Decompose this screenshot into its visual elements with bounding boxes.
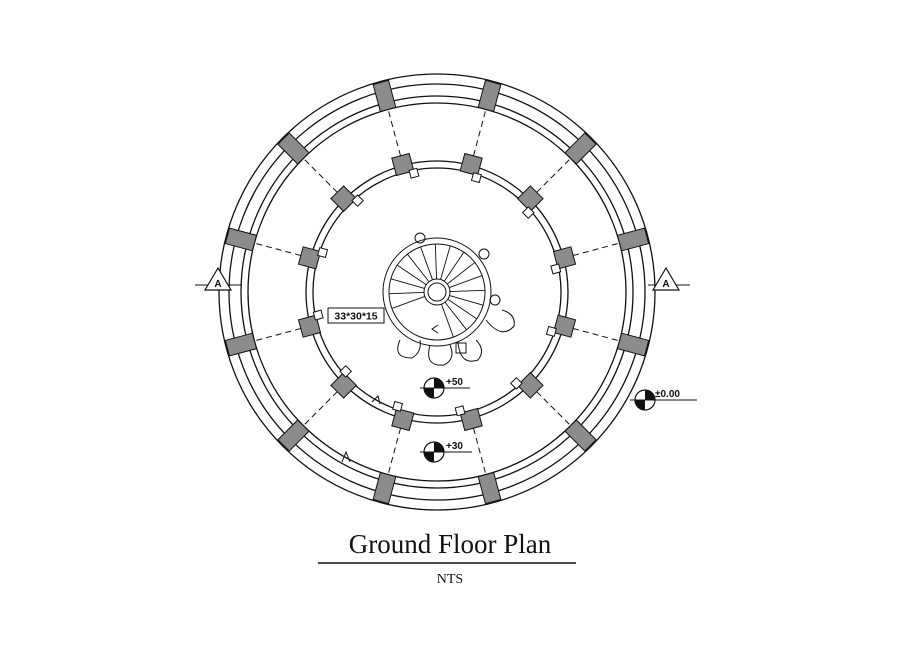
outer-column	[477, 79, 502, 113]
section-marker-left: A	[195, 266, 242, 291]
inner-column	[330, 185, 358, 213]
inner-column	[297, 314, 322, 338]
column-notch	[510, 376, 523, 390]
inner-column	[516, 185, 544, 213]
outer-column	[616, 227, 650, 252]
section-marker-right-label: A	[662, 279, 669, 290]
scale-note: NTS	[437, 572, 463, 587]
column-notch	[454, 405, 466, 417]
outer-column	[277, 419, 310, 452]
column-notch	[521, 206, 535, 219]
stair-tread	[447, 298, 478, 320]
outer-column	[372, 79, 397, 113]
inner-wall-rings	[305, 160, 569, 424]
radial-dashed-lines	[254, 109, 620, 475]
column-notch	[550, 263, 562, 275]
title-block: Ground Floor Plan NTS	[318, 529, 576, 587]
inner-column	[391, 407, 415, 432]
outer-column	[277, 132, 310, 165]
stair-tread	[420, 246, 433, 280]
level-middle-label: +30	[446, 441, 463, 452]
inner-column	[459, 407, 483, 432]
outer-column	[477, 471, 502, 505]
inner-column	[330, 371, 358, 399]
level-inner-label: +50	[446, 377, 463, 388]
inner-column	[391, 152, 415, 177]
column-notch	[339, 365, 353, 378]
level-marker-outer: ±0.00	[630, 389, 697, 411]
inner-column	[297, 246, 322, 270]
inner-column	[552, 314, 577, 338]
section-marker-right: A	[648, 266, 690, 291]
outer-column	[372, 471, 397, 505]
stair-tread	[444, 301, 467, 331]
stair-tread	[389, 292, 425, 295]
level-marker-middle: +30	[420, 441, 472, 463]
outer-column	[224, 227, 258, 252]
outer-column	[564, 419, 597, 452]
inner-column	[516, 371, 544, 399]
stair-dimension-label: 33*30*15	[334, 311, 377, 323]
stair-tread	[449, 289, 485, 292]
stair-tread	[443, 251, 465, 282]
stair-tread	[434, 244, 437, 280]
column-notch	[312, 309, 324, 321]
column-notch	[545, 325, 557, 337]
drawing-title: Ground Floor Plan	[349, 529, 552, 559]
inner-column	[552, 246, 577, 270]
column-notch	[470, 172, 482, 184]
outer-column	[564, 132, 597, 165]
inner-columns	[297, 152, 577, 432]
column-notch	[317, 247, 329, 259]
inner-column	[459, 152, 483, 177]
column-notch	[392, 400, 404, 412]
outer-wall-rings	[218, 73, 656, 511]
stair-tread	[391, 296, 425, 309]
outer-column	[616, 332, 650, 357]
level-marker-inner: +50	[420, 377, 470, 399]
stair-tread	[449, 295, 484, 306]
stair-tread	[407, 253, 430, 283]
outer-columns	[224, 79, 650, 505]
outer-column	[224, 332, 258, 357]
entry-arrows	[341, 395, 381, 463]
stair-tread	[390, 278, 425, 289]
column-notch	[351, 194, 364, 208]
stair-dimension-tag: 33*30*15	[327, 307, 385, 324]
section-marker-left-label: A	[214, 279, 221, 290]
column-notch	[408, 167, 420, 179]
stair-tread	[446, 262, 476, 285]
stair-tread	[441, 304, 454, 338]
stair-tread	[440, 245, 451, 280]
level-outer-label: ±0.00	[655, 389, 680, 400]
stair-tread	[449, 275, 483, 288]
stair-tread	[396, 264, 427, 286]
spiral-staircase	[382, 232, 515, 366]
